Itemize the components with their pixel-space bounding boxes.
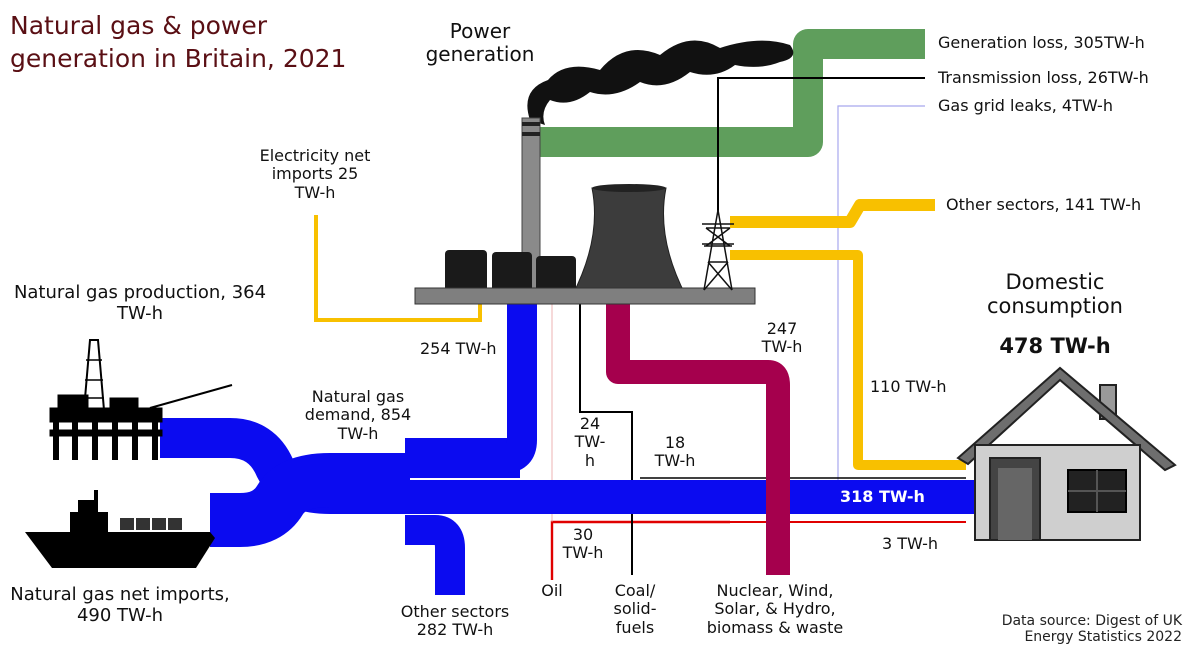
gas-leaks-flow: [837, 105, 925, 484]
tanker-ship-icon: [25, 490, 215, 568]
domestic-total-label: 478 TW-h: [999, 334, 1111, 358]
house-icon: [956, 366, 1177, 541]
data-source-label: Data source: Digest of UK Energy Statist…: [1001, 613, 1182, 646]
electricity-domestic-label: 110 TW-h: [870, 377, 947, 396]
transmission-loss-flow: [717, 77, 925, 212]
nuclear-to-power-label: 247 TW-h: [761, 319, 803, 357]
gas-other-sectors-label: Other sectors 282 TW-h: [400, 602, 510, 640]
cooling-tower: [571, 187, 687, 297]
transmission-loss-label: Transmission loss, 26TW-h: [938, 68, 1149, 87]
gas-imports-flow: [210, 453, 410, 547]
nuclear-renewables-label: Nuclear, Wind, Solar, & Hydro, biomass &…: [706, 581, 844, 637]
smoke-plume: [527, 40, 794, 125]
gas-to-power-flow: [440, 300, 537, 473]
gas-domestic-label: 318 TW-h: [840, 487, 925, 506]
page-title: Natural gas & power generation in Britai…: [10, 11, 347, 73]
coal-label: Coal/ solid- fuels: [613, 581, 657, 637]
generation-loss-flow: [540, 29, 925, 157]
gas-demand-label: Natural gas demand, 854 TW-h: [304, 387, 412, 443]
electricity-pylon-icon: [702, 209, 734, 291]
station-platform: [414, 287, 756, 305]
oil-label: Oil: [541, 581, 563, 600]
electricity-imports-label: Electricity net imports 25 TW-h: [259, 146, 371, 202]
power-station-icon: [414, 40, 794, 305]
gas-other-sectors-flow: [405, 515, 465, 595]
electricity-imports-flow: [314, 215, 482, 322]
generation-loss-label: Generation loss, 305TW-h: [938, 33, 1145, 52]
coal-domestic-label: 18 TW-h: [654, 433, 696, 471]
domestic-consumption-label: Domestic consumption: [987, 270, 1123, 319]
electricity-domestic-flow: [730, 250, 966, 470]
oil-domestic-label: 30 TW-h: [562, 525, 604, 563]
electricity-imports-domestic-label: 3 TW-h: [881, 534, 939, 553]
coal-to-power-label: 24 TW-h: [574, 414, 606, 470]
electricity-other-sectors-label: Other sectors, 141 TW-h: [946, 195, 1142, 214]
gas-leaks-label: Gas grid leaks, 4TW-h: [938, 96, 1113, 115]
nuclear-renewables-flow: [606, 300, 790, 575]
oil-rig-icon: [49, 339, 233, 460]
power-generation-label: Power generation: [425, 19, 535, 66]
gas-to-power-label: 254 TW-h: [420, 339, 497, 358]
imports-label: Natural gas net imports, 490 TW-h: [10, 584, 230, 626]
electricity-other-sectors-flow: [730, 199, 935, 228]
production-label: Natural gas production, 364 TW-h: [13, 282, 267, 324]
